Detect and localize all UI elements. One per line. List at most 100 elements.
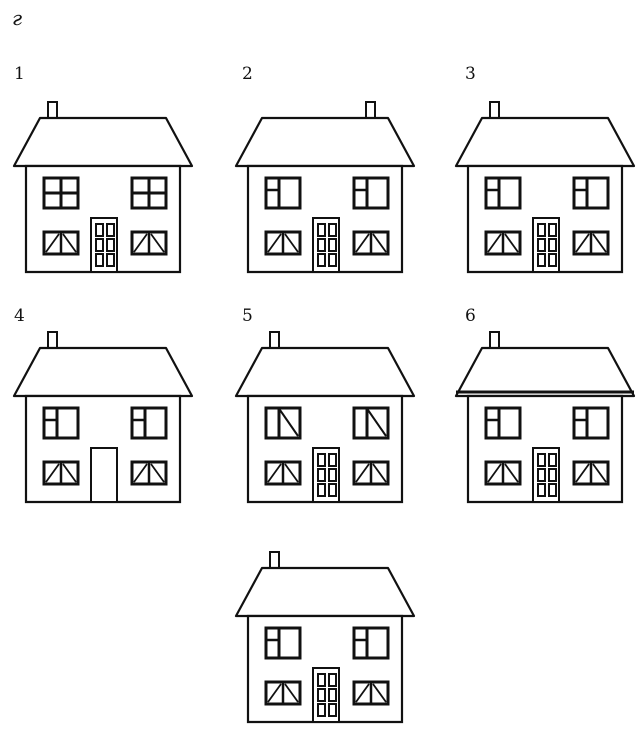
door-panel	[318, 704, 325, 716]
door-panel	[549, 239, 556, 251]
door-panel	[329, 704, 336, 716]
window-diagonal	[151, 464, 164, 482]
roof	[236, 118, 414, 166]
house-number-4: 4	[14, 306, 25, 326]
window-diagonal	[356, 684, 369, 702]
door-panel	[549, 224, 556, 236]
chimney	[270, 332, 279, 348]
chimney	[490, 332, 499, 348]
upper-window	[574, 408, 608, 438]
door-panel	[96, 239, 103, 251]
door-panel	[318, 254, 325, 266]
door-panel	[318, 454, 325, 466]
door-panel	[329, 674, 336, 686]
chimney	[48, 332, 57, 348]
chimney	[48, 102, 57, 118]
window-diagonal	[63, 464, 76, 482]
door-panel	[538, 254, 545, 266]
roof	[236, 348, 414, 396]
door-panel	[318, 469, 325, 481]
door-panel	[538, 454, 545, 466]
roof	[236, 568, 414, 616]
window-diagonal	[134, 464, 147, 482]
door-panel	[538, 469, 545, 481]
door-panel	[318, 484, 325, 496]
page-title: г	[12, 6, 23, 30]
door-panel	[549, 469, 556, 481]
house-2	[236, 102, 414, 272]
door-panel	[538, 239, 545, 251]
door-panel	[96, 224, 103, 236]
window-diagonal	[268, 464, 281, 482]
window-diagonal	[46, 464, 59, 482]
window-diagonal	[285, 464, 298, 482]
door-panel	[318, 239, 325, 251]
upper-window	[266, 408, 300, 438]
house-6	[456, 332, 634, 502]
house-4	[14, 332, 192, 502]
house-number-6: 6	[465, 306, 476, 326]
house-number-2: 2	[242, 64, 253, 84]
window-diagonal	[593, 234, 606, 252]
window-diagonal	[280, 410, 298, 436]
door-panel	[329, 484, 336, 496]
window-diagonal	[593, 464, 606, 482]
door-panel	[549, 254, 556, 266]
window-diagonal	[488, 234, 501, 252]
upper-window	[486, 408, 520, 438]
upper-window	[44, 408, 78, 438]
window-diagonal	[505, 234, 518, 252]
window-diagonal	[268, 684, 281, 702]
door-panel	[549, 484, 556, 496]
upper-window	[266, 628, 300, 658]
door-panel	[318, 674, 325, 686]
upper-window	[574, 178, 608, 208]
chimney	[366, 102, 375, 118]
house-1	[14, 102, 192, 272]
window-diagonal	[356, 464, 369, 482]
chimney	[490, 102, 499, 118]
upper-window	[354, 628, 388, 658]
window-diagonal	[46, 234, 59, 252]
roof	[456, 348, 634, 396]
door-panel	[329, 254, 336, 266]
chimney	[270, 552, 279, 568]
door-panel	[329, 454, 336, 466]
door-panel	[107, 254, 114, 266]
window-diagonal	[268, 234, 281, 252]
door-panel	[329, 239, 336, 251]
door-panel	[538, 484, 545, 496]
door-panel	[549, 454, 556, 466]
window-diagonal	[134, 234, 147, 252]
door-panel	[107, 239, 114, 251]
house-number-1: 1	[14, 64, 25, 84]
door-panel	[329, 469, 336, 481]
window-diagonal	[576, 464, 589, 482]
house-number-3: 3	[465, 64, 476, 84]
window-diagonal	[151, 234, 164, 252]
door-panel	[107, 224, 114, 236]
house-5	[236, 332, 414, 502]
door-panel	[329, 689, 336, 701]
window-diagonal	[285, 684, 298, 702]
window-diagonal	[373, 464, 386, 482]
upper-window	[354, 178, 388, 208]
door-panel	[329, 224, 336, 236]
house-7	[236, 552, 414, 722]
front-door	[91, 448, 117, 502]
door-panel	[318, 224, 325, 236]
upper-window	[354, 408, 388, 438]
door-panel	[318, 689, 325, 701]
upper-window	[132, 408, 166, 438]
house-number-5: 5	[242, 306, 253, 326]
window-diagonal	[63, 234, 76, 252]
window-diagonal	[488, 464, 501, 482]
window-diagonal	[373, 684, 386, 702]
roof	[14, 118, 192, 166]
roof	[456, 118, 634, 166]
upper-window	[486, 178, 520, 208]
upper-window	[266, 178, 300, 208]
window-diagonal	[373, 234, 386, 252]
door-panel	[538, 224, 545, 236]
